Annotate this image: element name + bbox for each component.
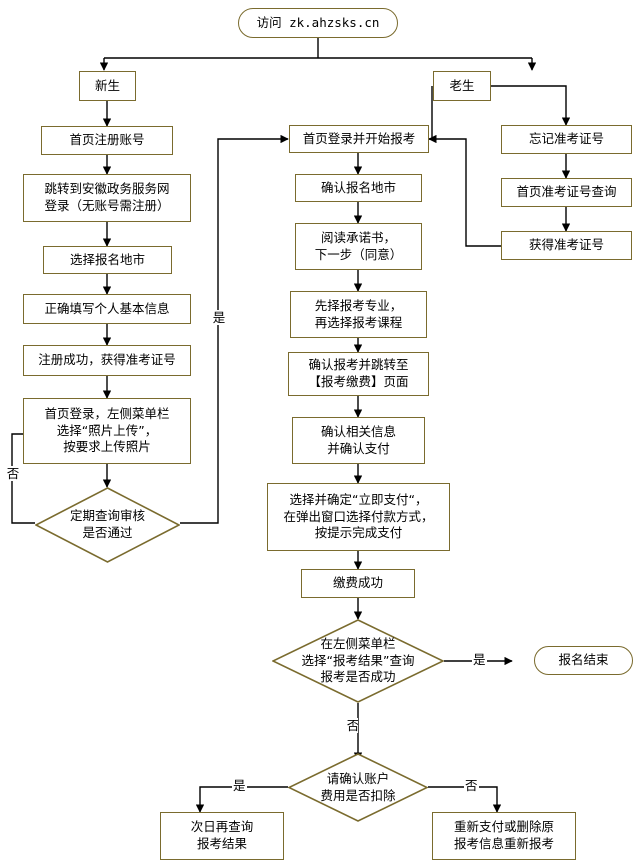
node-pay-now[interactable]: 选择并确定“立即支付“， 在弹出窗口选择付款方式， 按提示完成支付 — [267, 483, 450, 551]
node-old-student-label: 老生 — [449, 77, 475, 93]
node-query-card-label: 首页准考证号查询 — [516, 184, 617, 200]
start-node[interactable]: 访问 zk.ahzsks.cn — [238, 8, 398, 38]
edge-label-result-yes: 是 — [472, 652, 487, 667]
node-upload-photo[interactable]: 首页登录，左侧菜单栏 选择“照片上传”， 按要求上传照片 — [23, 398, 191, 464]
node-read-promise[interactable]: 阅读承诺书， 下一步（同意） — [295, 223, 422, 270]
edge-label-fee-no: 否 — [464, 778, 479, 793]
node-read-promise-label: 阅读承诺书， 下一步（同意） — [314, 229, 403, 262]
node-upload-photo-label: 首页登录，左侧菜单栏 选择“照片上传”， 按要求上传照片 — [44, 405, 170, 455]
node-get-card[interactable]: 获得准考证号 — [501, 231, 632, 260]
edge-label-audit-no: 否 — [4, 466, 20, 481]
node-fill-info[interactable]: 正确填写个人基本信息 — [23, 294, 191, 324]
node-confirm-city[interactable]: 确认报名地市 — [295, 174, 422, 202]
node-choose-city-label: 选择报名地市 — [69, 251, 145, 267]
node-new-student[interactable]: 新生 — [79, 71, 136, 101]
node-choose-city[interactable]: 选择报名地市 — [43, 246, 172, 274]
node-get-card-label: 获得准考证号 — [528, 237, 604, 253]
node-reg-success[interactable]: 注册成功，获得准考证号 — [23, 345, 191, 376]
node-repay-or-delete-label: 重新支付或删除原 报考信息重新报考 — [453, 819, 554, 851]
edge-label-audit-yes: 是 — [210, 310, 226, 325]
node-confirm-city-label: 确认报名地市 — [320, 179, 396, 195]
diamond-shape — [35, 487, 180, 563]
node-reg-account-label: 首页注册账号 — [69, 132, 145, 148]
node-login-start[interactable]: 首页登录并开始报考 — [289, 125, 429, 153]
node-jump-gov[interactable]: 跳转到安徽政务服务网 登录（无账号需注册） — [23, 174, 191, 222]
start-node-label: 访问 zk.ahzsks.cn — [256, 14, 380, 30]
node-fill-info-label: 正确填写个人基本信息 — [44, 300, 170, 316]
node-login-start-label: 首页登录并开始报考 — [302, 130, 416, 146]
node-confirm-apply[interactable]: 确认报考并跳转至 【报考缴费】页面 — [288, 352, 429, 396]
node-confirm-pay-label: 确认相关信息 并确认支付 — [320, 423, 396, 456]
node-new-student-label: 新生 — [94, 77, 120, 93]
decision-audit-check-label: 定期查询审核 是否通过 — [69, 508, 145, 540]
node-old-student[interactable]: 老生 — [433, 71, 491, 101]
end-node[interactable]: 报名结束 — [534, 646, 633, 675]
decision-audit-check[interactable]: 定期查询审核 是否通过 — [35, 487, 180, 563]
decision-apply-result-label: 在左侧菜单栏 选择“报考结果”查询 报考是否成功 — [301, 635, 415, 685]
decision-apply-result[interactable]: 在左侧菜单栏 选择“报考结果”查询 报考是否成功 — [272, 619, 444, 703]
decision-fee-check[interactable]: 请确认账户 费用是否扣除 — [288, 753, 428, 822]
node-choose-major-label: 先择报考专业， 再选择报考课程 — [314, 297, 403, 330]
node-recheck-tomorrow-label: 次日再查询 报考结果 — [190, 819, 254, 851]
end-node-label: 报名结束 — [558, 652, 609, 668]
decision-fee-check-label: 请确认账户 费用是否扣除 — [320, 770, 396, 803]
node-reg-account[interactable]: 首页注册账号 — [41, 126, 173, 155]
node-confirm-apply-label: 确认报考并跳转至 【报考缴费】页面 — [308, 357, 409, 389]
node-repay-or-delete[interactable]: 重新支付或删除原 报考信息重新报考 — [432, 812, 576, 860]
node-forgot-card-label: 忘记准考证号 — [528, 131, 604, 147]
node-recheck-tomorrow[interactable]: 次日再查询 报考结果 — [160, 812, 284, 860]
node-confirm-pay[interactable]: 确认相关信息 并确认支付 — [292, 417, 425, 464]
node-forgot-card[interactable]: 忘记准考证号 — [501, 125, 632, 154]
node-jump-gov-label: 跳转到安徽政务服务网 登录（无账号需注册） — [44, 181, 170, 213]
diamond-shape — [288, 753, 428, 822]
node-choose-major[interactable]: 先择报考专业， 再选择报考课程 — [290, 291, 427, 338]
edge-label-result-no: 否 — [344, 718, 360, 733]
node-reg-success-label: 注册成功，获得准考证号 — [38, 352, 176, 368]
node-query-card[interactable]: 首页准考证号查询 — [501, 178, 632, 207]
node-pay-success-label: 缴费成功 — [332, 575, 383, 591]
edge-label-fee-yes: 是 — [232, 778, 247, 793]
node-pay-success[interactable]: 缴费成功 — [301, 569, 415, 598]
diamond-shape — [272, 619, 444, 703]
node-pay-now-label: 选择并确定“立即支付“， 在弹出窗口选择付款方式， 按提示完成支付 — [283, 491, 434, 541]
